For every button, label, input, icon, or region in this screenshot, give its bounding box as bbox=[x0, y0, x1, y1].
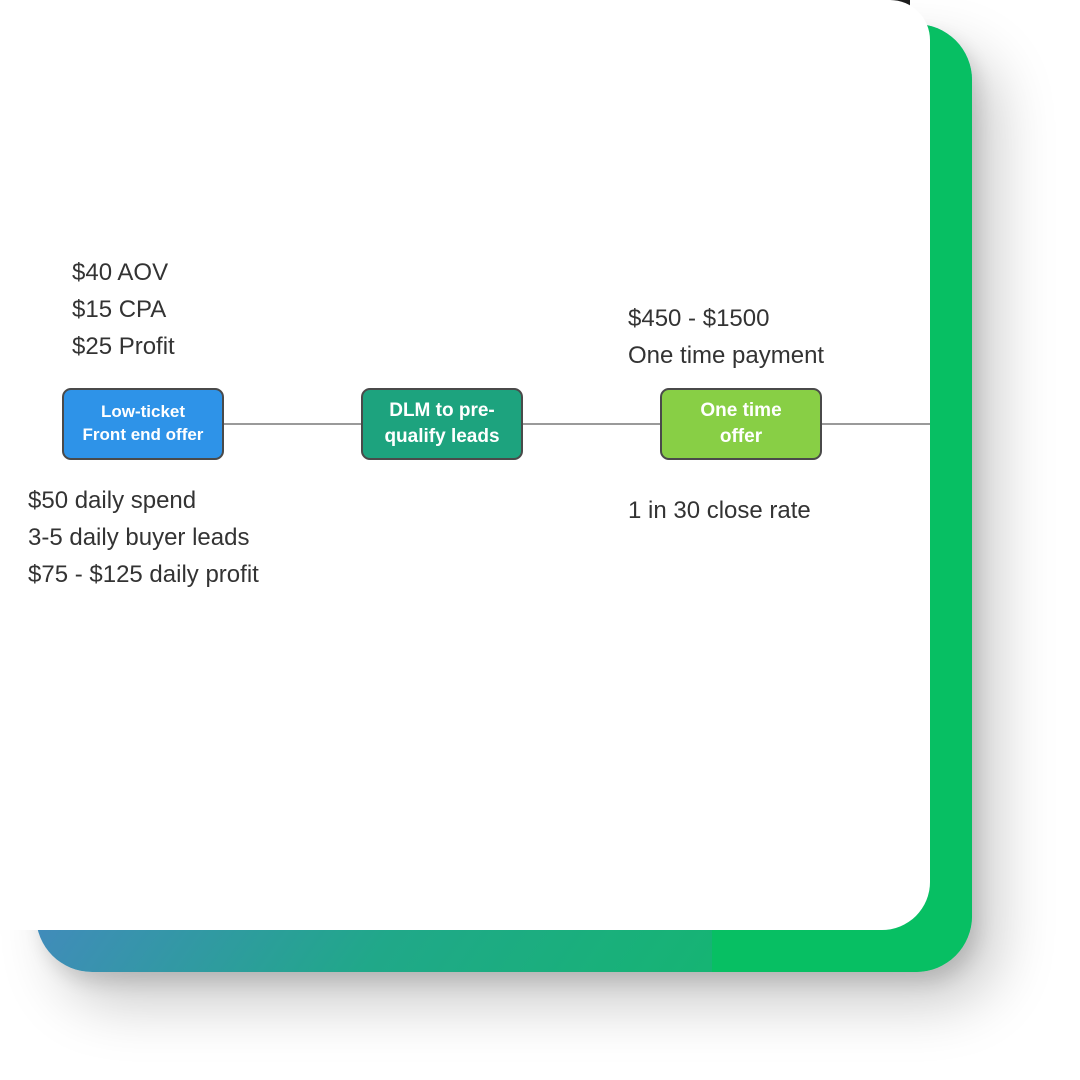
node-label: One time offer bbox=[700, 400, 782, 447]
front-end-daily-note: $50 daily spend 3-5 daily buyer leads $7… bbox=[28, 482, 259, 593]
flowchart-canvas: Low-ticket Front end offer DLM to pre- q… bbox=[28, 254, 930, 593]
note-line: $50 daily spend bbox=[28, 487, 197, 514]
note-line: 3-5 daily buyer leads bbox=[28, 524, 250, 551]
node-low-ticket-offer: Low-ticket Front end offer bbox=[62, 388, 224, 460]
connector-3 bbox=[822, 423, 930, 425]
connector-1 bbox=[224, 423, 361, 425]
note-line: $450 - $1500 bbox=[628, 305, 770, 332]
node-dlm-prequalify: DLM to pre- qualify leads bbox=[361, 388, 523, 460]
note-line: $15 CPA bbox=[72, 296, 167, 323]
oto-price-note: $450 - $1500 One time payment bbox=[628, 300, 824, 374]
oto-close-note: 1 in 30 close rate bbox=[628, 492, 811, 529]
note-line: $40 AOV bbox=[72, 259, 169, 286]
note-line: 1 in 30 close rate bbox=[628, 497, 811, 524]
connector-2 bbox=[523, 423, 660, 425]
node-label: DLM to pre- qualify leads bbox=[384, 400, 500, 447]
note-line: $25 Profit bbox=[72, 333, 175, 360]
note-line: One time payment bbox=[628, 342, 825, 369]
front-end-metrics-note: $40 AOV $15 CPA $25 Profit bbox=[72, 254, 175, 365]
node-label: Low-ticket Front end offer bbox=[82, 402, 204, 444]
note-line: $75 - $125 daily profit bbox=[28, 561, 259, 588]
node-one-time-offer: One time offer bbox=[660, 388, 822, 460]
